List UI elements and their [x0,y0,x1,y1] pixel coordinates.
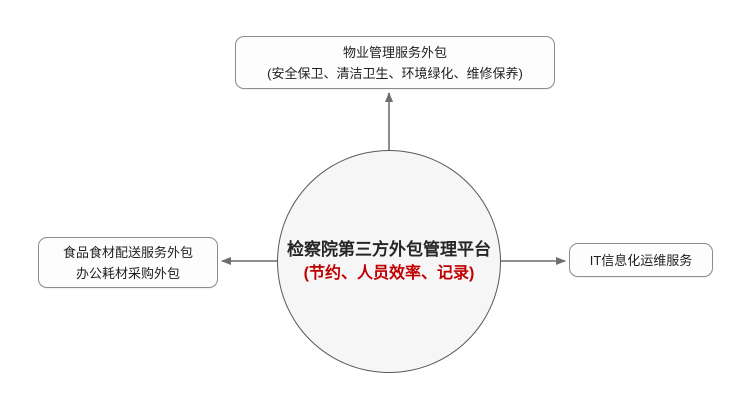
node-property-management-outsourcing: 物业管理服务外包 (安全保卫、清洁卫生、环境绿化、维修保养) [235,36,555,89]
node-top-line1: 物业管理服务外包 [342,44,447,60]
node-top-line2: (安全保卫、清洁卫生、环境绿化、维修保养) [267,65,523,81]
center-circle-title: 检察院第三方外包管理平台 [287,239,491,259]
center-platform-circle: 检察院第三方外包管理平台 (节约、人员效率、记录) [277,150,501,373]
node-food-and-office-supplies-outsourcing: 食品食材配送服务外包 办公耗材采购外包 [38,237,218,288]
node-left-line1: 食品食材配送服务外包 [62,244,193,260]
center-circle-subtitle: (节约、人员效率、记录) [303,264,475,282]
node-left-line2: 办公耗材采购外包 [75,265,180,281]
node-right-line1: IT信息化运维服务 [589,252,693,268]
node-it-operations-service: IT信息化运维服务 [569,243,713,277]
